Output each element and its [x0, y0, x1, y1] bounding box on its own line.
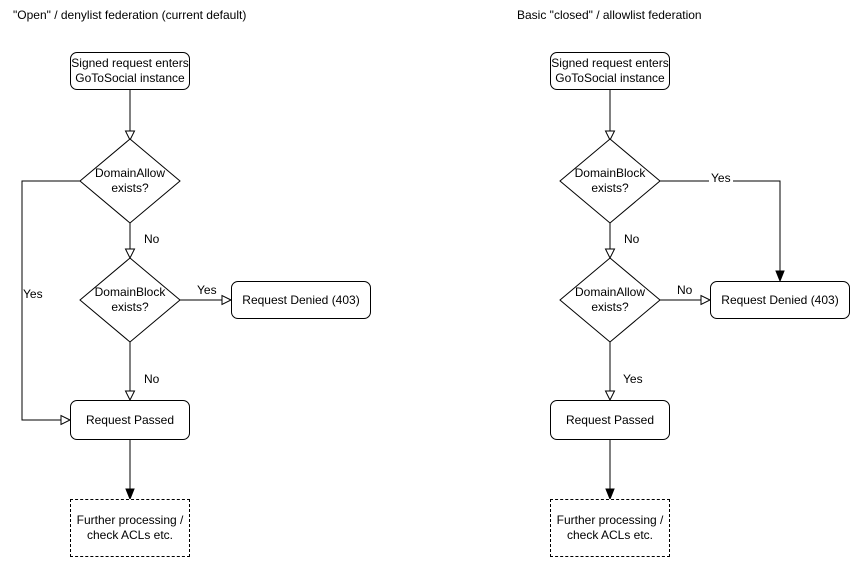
right-decision1-no-label: No [624, 232, 640, 246]
arrowhead-open [221, 294, 233, 306]
right-flow-title: Basic "closed" / allowlist federation [517, 8, 702, 22]
right-decision1-diamond [559, 138, 661, 224]
left-yes-loop-connector [21, 180, 80, 421]
left-decision1-yes-label: Yes [23, 287, 43, 301]
arrowhead-open [604, 390, 616, 402]
right-decision1-yes-label: Yes [709, 171, 733, 185]
arrowhead-open [604, 130, 616, 142]
left-decision2-diamond [79, 257, 181, 343]
right-decision2-no-label: No [677, 283, 693, 297]
arrowhead-open [700, 294, 712, 306]
left-decision2-yes-label: Yes [197, 283, 217, 297]
arrowhead-open [604, 248, 616, 260]
left-flow-title: "Open" / denylist federation (current de… [13, 8, 247, 22]
right-start-node: Signed request enters GoToSocial instanc… [550, 52, 670, 90]
right-further-node: Further processing / check ACLs etc. [550, 499, 670, 557]
left-passed-node: Request Passed [70, 400, 190, 440]
arrowhead-open [124, 248, 136, 260]
left-start-node: Signed request enters GoToSocial instanc… [70, 52, 190, 90]
left-decision2-no-label: No [144, 372, 160, 386]
right-decision2-diamond [559, 257, 661, 343]
left-denied-node: Request Denied (403) [231, 281, 371, 319]
left-decision1-no-label: No [144, 232, 160, 246]
left-decision1-diamond [79, 138, 181, 224]
arrowhead-filled [605, 488, 615, 501]
right-denied-node: Request Denied (403) [710, 281, 850, 319]
arrowhead-open [124, 130, 136, 142]
arrowhead-filled [775, 270, 785, 283]
arrowhead-open [124, 390, 136, 402]
right-yes-to-denied-connector [660, 180, 781, 271]
arrowhead-filled [125, 488, 135, 501]
right-decision2-yes-label: Yes [623, 372, 643, 386]
right-passed-node: Request Passed [550, 400, 670, 440]
left-further-node: Further processing / check ACLs etc. [70, 499, 190, 557]
arrowhead-open [60, 414, 72, 426]
